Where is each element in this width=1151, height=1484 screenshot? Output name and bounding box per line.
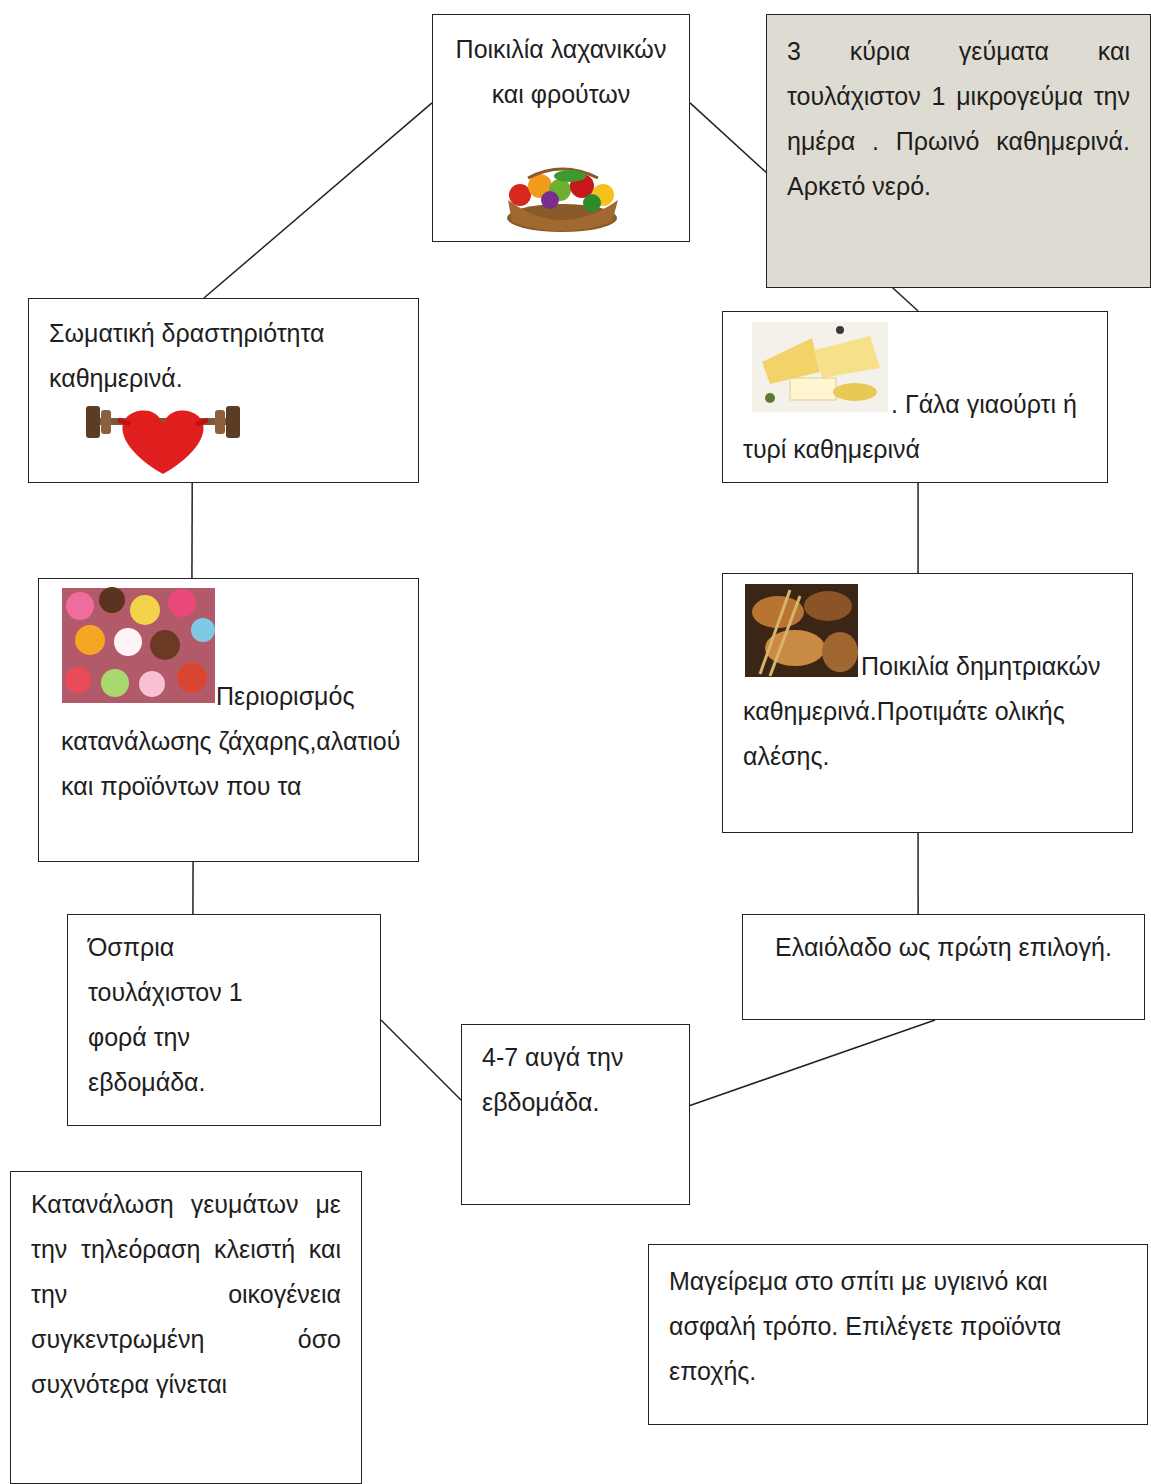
sweets-picture xyxy=(62,587,215,703)
note-box: Κατανάλωση γευμάτων με την τηλεόραση κλε… xyxy=(10,1171,362,1484)
node-text: Περιορισμός κατανάλωσης ζάχαρης,αλατιού … xyxy=(61,674,404,809)
node-text: Όσπρια τουλάχιστον 1 φορά την εβδομάδα. xyxy=(88,925,290,1105)
node-text: Μαγείρεμα στο σπίτι με υγιεινό και ασφαλ… xyxy=(669,1259,1127,1394)
connector-line xyxy=(917,483,919,573)
node-text: Κατανάλωση γευμάτων με την τηλεόραση κλε… xyxy=(31,1182,341,1407)
node-text: . Γάλα γιαούρτι ή τυρί καθημερινά xyxy=(743,382,1093,472)
topic-box: Περιορισμός κατανάλωσης ζάχαρης,αλατιού … xyxy=(38,578,419,862)
bread-picture xyxy=(745,584,858,677)
topic-box: . Γάλα γιαούρτι ή τυρί καθημερινά xyxy=(722,311,1108,483)
connector-line xyxy=(381,1020,461,1100)
node-text: Ποικιλία λαχανικών και φρούτων xyxy=(443,27,679,117)
connector-line xyxy=(191,483,193,578)
node-text: Σωματική δραστηριότητα καθημερινά. xyxy=(49,311,398,401)
heart-barbell xyxy=(86,406,240,474)
note-box: 3 κύρια γεύματα και τουλάχιστον 1 μικρογ… xyxy=(766,14,1151,288)
connector-line xyxy=(204,103,432,298)
node-text: Ποικιλία δημητριακών καθημερινά.Προτιμάτ… xyxy=(743,644,1118,779)
node-text: 3 κύρια γεύματα και τουλάχιστον 1 μικρογ… xyxy=(787,29,1130,209)
topic-box: Σωματική δραστηριότητα καθημερινά. xyxy=(28,298,419,483)
topic-box: 4-7 αυγά την εβδομάδα. xyxy=(461,1024,690,1205)
topic-box: Όσπρια τουλάχιστον 1 φορά την εβδομάδα. xyxy=(67,914,381,1126)
topic-box: Ελαιόλαδο ως πρώτη επιλογή. xyxy=(742,914,1145,1020)
topic-box: Ποικιλία λαχανικών και φρούτων xyxy=(432,14,690,242)
connector-line xyxy=(192,862,194,914)
note-box: Μαγείρεμα στο σπίτι με υγιεινό και ασφαλ… xyxy=(648,1244,1148,1425)
topic-box: Ποικιλία δημητριακών καθημερινά.Προτιμάτ… xyxy=(722,573,1133,833)
cheese-picture xyxy=(752,322,888,412)
connector-line xyxy=(917,833,919,914)
fruit-basket xyxy=(507,169,618,232)
node-text: 4-7 αυγά την εβδομάδα. xyxy=(482,1035,629,1125)
connector-line xyxy=(690,1020,935,1105)
node-text: Ελαιόλαδο ως πρώτη επιλογή. xyxy=(773,925,1114,970)
